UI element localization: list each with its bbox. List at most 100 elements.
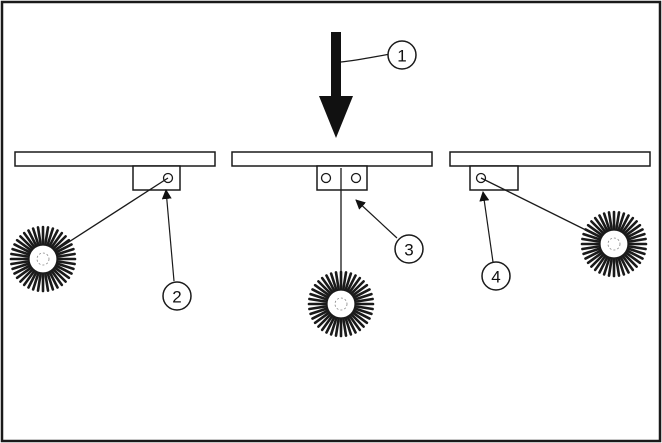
brush-bristle: [626, 249, 644, 260]
brush-bristle: [346, 274, 357, 292]
center-rail: [231, 151, 433, 167]
callout-1-circle: [387, 40, 417, 70]
brush-bristle: [586, 223, 604, 237]
brush-bristle: [590, 220, 605, 235]
brush-bristle: [309, 292, 329, 301]
callout-4-circle: [481, 261, 511, 291]
brush-bristle: [325, 274, 336, 292]
brush-bristle: [602, 212, 611, 232]
brush-bristle: [313, 311, 331, 325]
brush-bristle: [584, 228, 602, 239]
brush-bristle: [27, 271, 38, 289]
brush-bristle: [626, 247, 646, 256]
brush-bristle: [27, 229, 38, 247]
callout-4-label: 4: [491, 268, 500, 287]
callout-3: 3: [355, 199, 424, 264]
brush-bristle: [623, 220, 638, 235]
brush-bristle: [350, 313, 365, 328]
brush-bristle: [56, 260, 76, 266]
brush-bristle: [351, 311, 369, 325]
brush-bristle: [617, 256, 626, 276]
brush-bristle: [13, 264, 31, 275]
brush-axle: [607, 237, 621, 251]
brush-bristle: [353, 292, 373, 301]
brush-bristle: [11, 247, 31, 256]
brush-bristle: [44, 226, 50, 246]
brush-bristle: [308, 297, 328, 303]
brush-bristle: [320, 276, 334, 294]
brush-bristle: [10, 260, 30, 266]
brush-bristle: [308, 305, 328, 311]
brush-bristle: [598, 214, 609, 232]
center-bracket-hole-left: [320, 172, 332, 184]
brush-bristle: [53, 238, 71, 252]
brush-bristle: [53, 266, 71, 280]
brush-bristle: [354, 297, 374, 303]
brush-bristle: [621, 216, 635, 234]
brush-bristle: [55, 264, 73, 275]
brush-bristle: [342, 271, 348, 291]
brush-bristle: [22, 269, 36, 287]
brush-bristle: [584, 249, 602, 260]
brush-bristle: [586, 251, 604, 265]
right-assembly: [449, 151, 651, 278]
brush-bristle: [354, 305, 374, 311]
brush-bristle: [329, 316, 338, 336]
brush-bristle: [581, 237, 601, 243]
brush-bristle: [55, 247, 75, 256]
brush-bristle: [46, 227, 55, 247]
brush-bristle: [621, 254, 635, 272]
callout-2-circle: [162, 281, 192, 311]
direction-arrow: [319, 32, 353, 138]
brush-bristle: [598, 256, 609, 274]
callout-1-label: 1: [397, 47, 406, 66]
brush-axle: [36, 252, 50, 266]
brush-bristle: [55, 243, 73, 254]
brush-bristle: [593, 254, 607, 272]
brush-bristle: [607, 211, 613, 231]
brush-bristle: [617, 212, 626, 232]
brush-bristle: [19, 235, 34, 250]
brush-axle: [334, 297, 348, 311]
brush-bristle: [36, 272, 42, 292]
brush-bristle: [615, 211, 621, 231]
brush-bristle: [353, 288, 371, 299]
brush-bristle: [626, 228, 644, 239]
brush-bristle: [48, 229, 59, 247]
brush-bristle: [19, 268, 34, 283]
brush-bristle: [615, 257, 621, 277]
brush-bristle: [602, 256, 611, 276]
brush-bristle: [581, 245, 601, 251]
callout-2: 2: [161, 189, 192, 311]
brush-bristle: [346, 316, 357, 334]
brush-bristle: [52, 235, 67, 250]
brush-bristle: [351, 283, 369, 297]
brush-hub: [28, 244, 58, 274]
callout-4: 4: [479, 191, 511, 291]
brush-bristle: [52, 268, 67, 283]
center-assembly: [231, 151, 433, 338]
brush-bristle: [48, 271, 59, 289]
brush-bristle: [582, 232, 602, 241]
left-assembly: [9, 151, 216, 293]
brush-bristle: [582, 247, 602, 256]
brush-bristle: [607, 257, 613, 277]
brush-bristle: [353, 309, 371, 320]
brush-bristle: [15, 238, 33, 252]
brush-bristle: [320, 314, 334, 332]
left-rail: [14, 151, 216, 167]
brush-bristle: [344, 272, 353, 292]
callout-1: 1: [340, 40, 417, 70]
brush-bristle: [36, 226, 42, 246]
brush-hub: [326, 289, 356, 319]
brush-bristle: [56, 252, 76, 258]
brush-bristle: [348, 276, 362, 294]
brush-bristle: [325, 316, 336, 334]
left-brush: [9, 225, 77, 293]
brush-bristle: [31, 227, 40, 247]
brush-bristle: [55, 262, 75, 271]
brush-bristle: [13, 243, 31, 254]
brush-bristle: [626, 232, 646, 241]
